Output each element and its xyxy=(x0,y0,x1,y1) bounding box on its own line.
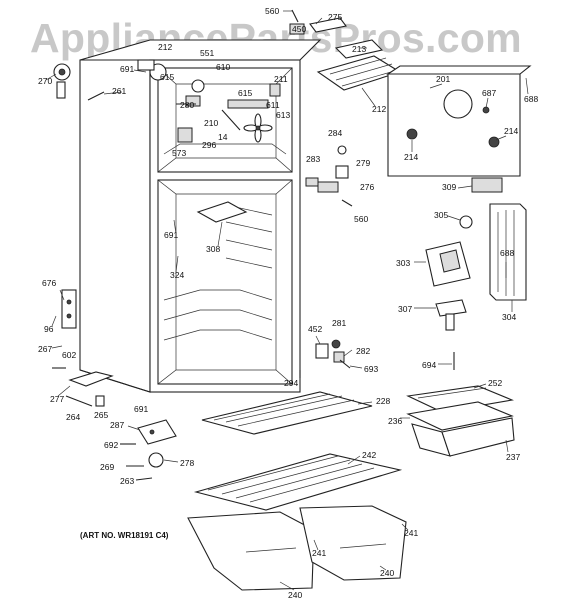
part-label: 283 xyxy=(306,154,320,164)
part-label: 691 xyxy=(164,230,178,240)
part-label: 309 xyxy=(442,182,456,192)
part-label: 611 xyxy=(266,100,280,110)
part-label: 14 xyxy=(218,132,228,142)
part-label: 450 xyxy=(292,24,306,34)
air-duct-304 xyxy=(489,203,527,301)
part-label: 691 xyxy=(134,404,148,414)
part-label: 277 xyxy=(50,394,64,404)
lower-hinge xyxy=(52,289,77,369)
part-label: 573 xyxy=(172,148,186,158)
part-303 xyxy=(425,241,471,287)
part-label: 303 xyxy=(396,258,410,268)
part-label: 237 xyxy=(506,452,520,462)
part-label: 602 xyxy=(62,350,76,360)
part-label: 694 xyxy=(422,360,436,370)
part-label: 693 xyxy=(364,364,378,374)
freezer-components xyxy=(137,59,281,143)
part-label: 307 xyxy=(398,304,412,314)
part-label: 263 xyxy=(120,476,134,486)
part-label: 264 xyxy=(66,412,80,422)
evaporator-cover-201 xyxy=(386,65,532,177)
part-label: 240 xyxy=(380,568,394,578)
part-label: 676 xyxy=(42,278,56,288)
part-label: 610 xyxy=(216,62,230,72)
part-label: 211 xyxy=(274,74,288,84)
part-label: 691 xyxy=(120,64,134,74)
part-label: 261 xyxy=(112,86,126,96)
crisper-drawers-240 xyxy=(187,505,407,591)
part-label: 692 xyxy=(104,440,118,450)
part-label: 242 xyxy=(362,450,376,460)
part-label: 560 xyxy=(265,6,279,16)
part-309 xyxy=(471,177,503,193)
thermostat-part-270 xyxy=(53,63,71,99)
part-label: 279 xyxy=(356,158,370,168)
part-label: 615 xyxy=(238,88,252,98)
damper-305 xyxy=(459,215,473,229)
part-label: 305 xyxy=(434,210,448,220)
part-label: 281 xyxy=(332,318,346,328)
part-labels: 560 275 450 213 212 201 688 687 214 212 … xyxy=(38,6,538,600)
crisper-cover-242 xyxy=(193,453,403,511)
top-hardware xyxy=(289,9,384,59)
part-label: 551 xyxy=(200,48,214,58)
part-307 xyxy=(435,299,467,331)
part-label: 615 xyxy=(160,72,174,82)
part-label: 276 xyxy=(360,182,374,192)
part-label: 280 xyxy=(180,100,194,110)
part-label: 212 xyxy=(158,42,172,52)
part-label: 296 xyxy=(202,140,216,150)
cabinet xyxy=(79,39,322,393)
part-label: 269 xyxy=(100,462,114,472)
part-label: 688 xyxy=(524,94,538,104)
part-277 xyxy=(65,371,114,407)
part-label: 294 xyxy=(284,378,298,388)
part-label: 270 xyxy=(38,76,52,86)
part-label: 212 xyxy=(372,104,386,114)
part-label: 308 xyxy=(206,244,220,254)
leader-lines xyxy=(45,10,529,591)
part-label: 452 xyxy=(308,324,322,334)
meat-pan-252 xyxy=(406,385,515,457)
part-label: 236 xyxy=(388,416,402,426)
part-label: 96 xyxy=(44,324,54,334)
part-label: 284 xyxy=(328,128,342,138)
bottom-hinge-parts xyxy=(120,419,177,481)
part-label: 267 xyxy=(38,344,52,354)
part-label: 560 xyxy=(354,214,368,224)
part-label: 228 xyxy=(376,396,390,406)
part-label: 241 xyxy=(404,528,418,538)
part-label: 241 xyxy=(312,548,326,558)
part-label: 252 xyxy=(488,378,502,388)
part-label: 324 xyxy=(170,270,184,280)
part-label: 240 xyxy=(288,590,302,600)
fresh-food-controls xyxy=(305,145,353,207)
part-label: 210 xyxy=(204,118,218,128)
part-label: 278 xyxy=(180,458,194,468)
part-label: 287 xyxy=(110,420,124,430)
glass-shelf-228 xyxy=(201,391,373,435)
part-label: 304 xyxy=(502,312,516,322)
part-label: 613 xyxy=(276,110,290,120)
art-number: (ART NO. WR18191 C4) xyxy=(80,531,169,540)
part-label: 201 xyxy=(436,74,450,84)
part-label: 265 xyxy=(94,410,108,420)
part-label: 688 xyxy=(500,248,514,258)
part-label: 275 xyxy=(328,12,342,22)
center-small-parts xyxy=(299,339,455,378)
part-label: 214 xyxy=(504,126,518,136)
part-label: 282 xyxy=(356,346,370,356)
part-label: 214 xyxy=(404,152,418,162)
part-label: 213 xyxy=(352,44,366,54)
part-label: 687 xyxy=(482,88,496,98)
